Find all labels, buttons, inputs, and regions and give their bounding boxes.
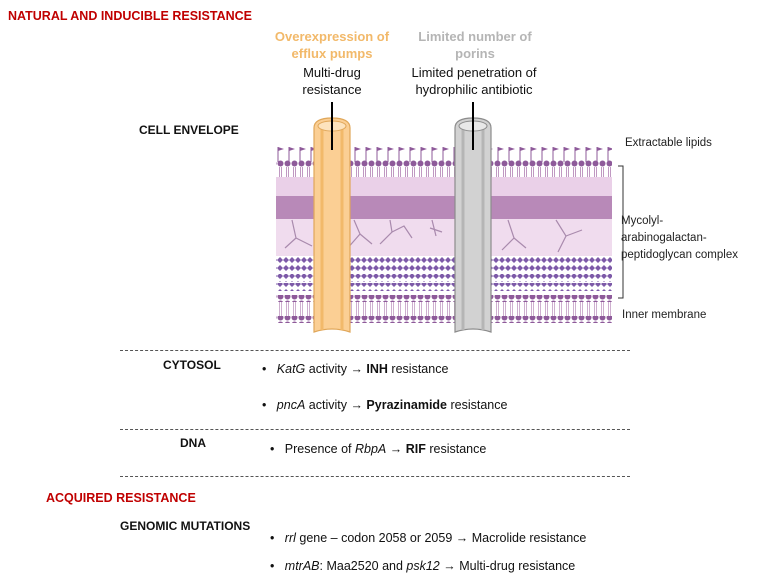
inner-membrane-heads-bottom (276, 316, 612, 323)
outer-lipid-heads (276, 160, 612, 167)
peptidoglycan-row-4 (276, 283, 612, 291)
dna-heading: DNA (180, 436, 206, 450)
peptidoglycan-row-3 (276, 274, 612, 282)
genomic-item-mtrab: • mtrAB: Maa2520 and psk12 → Multi-drug … (270, 559, 576, 573)
efflux-pump-title: Overexpression of efflux pumps (274, 29, 390, 61)
porin-effect: Limited penetration of hydrophilic antib… (411, 65, 537, 97)
complex-bracket (618, 165, 624, 299)
genomic-item-rrl: • rrl gene – codon 2058 or 2059 → Macrol… (270, 531, 587, 545)
extractable-lipid-flags (276, 146, 612, 162)
cell-envelope-heading: CELL ENVELOPE (139, 123, 239, 137)
outer-lipid-tails (276, 167, 612, 177)
separator-acquired (120, 476, 630, 477)
acquired-resistance-heading: ACQUIRED RESISTANCE (46, 491, 196, 505)
cytosol-heading: CYTOSOL (163, 358, 221, 372)
cytosol-item-pnca: • pncA activity → Pyrazinamide resistanc… (262, 398, 508, 412)
efflux-pump-effect: Multi-drug resistance (302, 65, 362, 97)
inner-membrane-label: Inner membrane (622, 309, 707, 321)
extractable-lipids-label: Extractable lipids (625, 137, 712, 149)
mycolic-layer-dark (276, 196, 612, 219)
arabinogalactan-branches (284, 219, 583, 253)
inner-membrane-tails (276, 302, 612, 316)
genomic-mutations-heading: GENOMIC MUTATIONS (120, 519, 251, 533)
porin-title: Limited number of porins (418, 29, 532, 61)
peptidoglycan-row-2 (276, 265, 612, 273)
efflux-pump-channel (313, 117, 351, 333)
mycolic-layer-light (276, 177, 612, 196)
cytosol-item-katg: • KatG activity → INH resistance (262, 362, 449, 376)
inner-membrane-heads-top (276, 295, 612, 302)
complex-label: Mycolyl-arabinogalactan-peptidoglycan co… (621, 215, 738, 261)
separator-cytosol (120, 350, 630, 351)
porin-channel (454, 117, 492, 333)
separator-dna (120, 429, 630, 430)
peptidoglycan-row-1 (276, 256, 612, 264)
dna-item-rbpa: • Presence of RbpA → RIF resistance (270, 442, 487, 456)
natural-resistance-heading: NATURAL AND INDUCIBLE RESISTANCE (8, 9, 252, 23)
